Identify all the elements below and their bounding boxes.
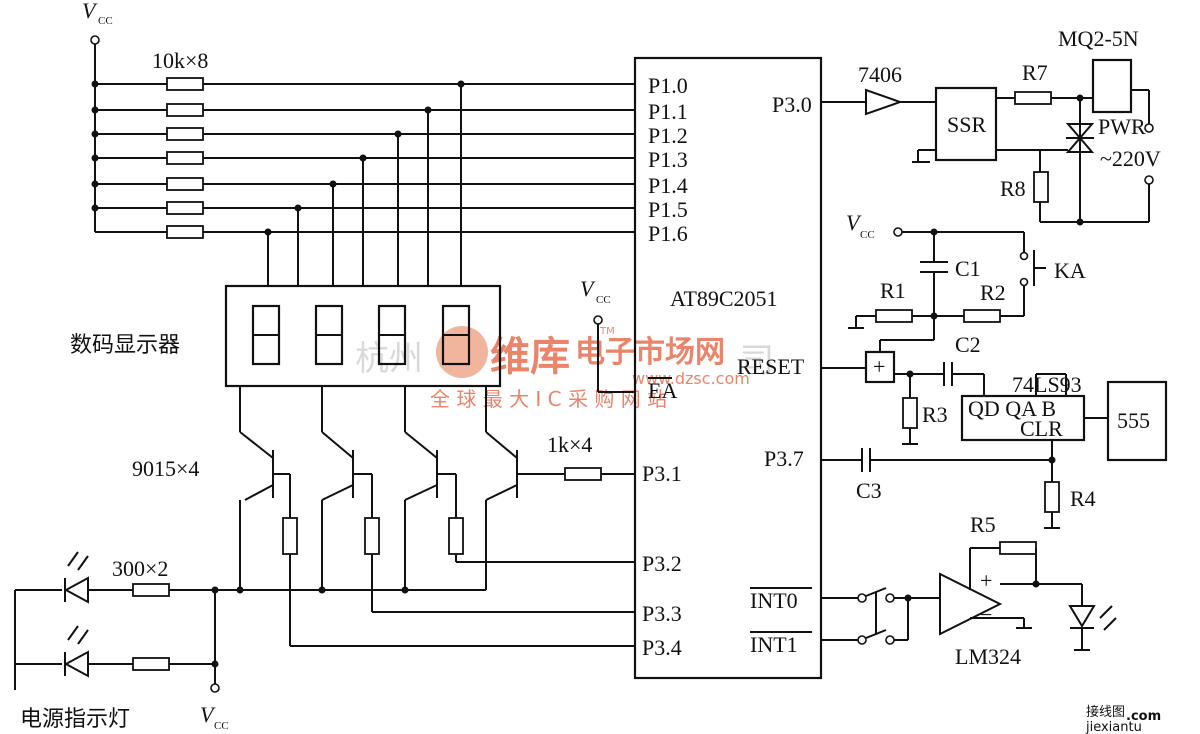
buffer-label: 7406 <box>858 62 902 87</box>
mcu-label: AT89C2051 <box>670 286 778 311</box>
pin-p32: P3.2 <box>642 551 682 576</box>
c1-label: C1 <box>955 256 981 281</box>
r7-label: R7 <box>1022 60 1048 85</box>
watermark-city: 杭州 <box>355 339 423 379</box>
pin-p16: P1.6 <box>648 221 688 246</box>
transistor-label: 9015×4 <box>132 456 199 481</box>
emitter-bus <box>215 500 487 594</box>
display-label: 数码显示器 <box>70 333 180 358</box>
power-leds <box>14 551 240 693</box>
transistors-9015 <box>244 450 565 501</box>
opamp-minus: − <box>980 602 992 627</box>
pin-p37: P3.7 <box>764 446 804 471</box>
ssr-label: SSR <box>947 112 986 137</box>
power-indicator-label: 电源指示灯 <box>20 707 130 732</box>
seven-segment-display <box>224 284 502 388</box>
vcc-reset-label: V <box>846 210 862 235</box>
opamp-label: LM324 <box>955 644 1021 669</box>
watermark-tm: TM <box>599 326 615 337</box>
buffer-7406 <box>865 88 904 116</box>
r4-label: R4 <box>1070 486 1096 511</box>
watermark-brand: 维库 <box>490 334 570 380</box>
base-resistors <box>282 474 635 647</box>
counter-clr: CLR <box>1020 416 1063 441</box>
pin-p14: P1.4 <box>648 173 688 198</box>
base-resistor <box>564 467 602 481</box>
ssr-box <box>934 86 998 162</box>
timer-label: 555 <box>1117 408 1150 433</box>
r3-label: R3 <box>922 402 948 427</box>
pin-int1: INT1 <box>750 632 798 657</box>
pin-reset: RESET <box>737 354 805 379</box>
output-led-icon <box>1068 605 1096 628</box>
r2-label: R2 <box>980 280 1006 305</box>
watermark: 杭州 司 维库 电子市场网 TM www.dzsc.com 全 球 最 大 I … <box>355 326 774 411</box>
vcc-top-terminal <box>90 35 100 45</box>
pin-p33: P3.3 <box>642 601 682 626</box>
led-res-label: 300×2 <box>112 556 168 581</box>
timer-555-box <box>1106 380 1168 462</box>
pin-p34: P3.4 <box>642 635 682 660</box>
watermark-slogan: 全 球 最 大 I C 采 购 网 站 <box>430 387 667 411</box>
vcc-bottom-label: V <box>200 702 216 727</box>
opamp-plus: + <box>980 568 992 593</box>
c2-label: C2 <box>955 332 981 357</box>
vcc-bottom-sub: CC <box>214 720 229 732</box>
corner-mark: 接线图 <box>1086 704 1125 720</box>
or-gate-plus: + <box>873 354 885 379</box>
pin-p13: P1.3 <box>648 147 688 172</box>
r5-label: R5 <box>970 512 996 537</box>
vcc-reset-sub: CC <box>860 229 875 241</box>
pin-ea: EA <box>648 378 677 403</box>
vcc-top-sub: CC <box>98 15 113 27</box>
ac-label: ~220V <box>1100 146 1161 171</box>
counter-pins: QD QA B <box>968 396 1056 421</box>
watermark-url: www.dzsc.com <box>632 369 750 388</box>
digit-lines <box>239 386 518 459</box>
pwr-label: PWR <box>1098 114 1146 139</box>
corner-url: jiexiantu <box>1085 720 1142 734</box>
vcc-ea-terminal <box>593 315 603 325</box>
counter-label: 74LS93 <box>1012 372 1082 397</box>
pin-p12: P1.2 <box>648 123 688 148</box>
pin-p31: P3.1 <box>642 461 682 486</box>
pin-p30: P3.0 <box>772 92 812 117</box>
vcc-ea-sub: CC <box>596 294 611 306</box>
vcc-top-label: V <box>82 0 98 23</box>
pin-p10: P1.0 <box>648 73 688 98</box>
watermark-tail: 司 <box>740 341 774 381</box>
r1-label: R1 <box>880 278 906 303</box>
triac-icon <box>1065 123 1095 140</box>
relay-box <box>1091 58 1133 114</box>
pin-p15: P1.5 <box>648 197 688 222</box>
pin-int0: INT0 <box>750 588 798 613</box>
segment-lines <box>264 80 465 286</box>
resistor-array-label: 10k×8 <box>152 48 208 73</box>
c3-label: C3 <box>856 478 882 503</box>
base-res-label: 1k×4 <box>547 432 592 457</box>
ka-label: KA <box>1054 258 1086 283</box>
corner-dom: .com <box>1126 709 1161 724</box>
watermark-brand-sub: 电子市场网 <box>575 335 725 370</box>
r8-label: R8 <box>1000 176 1026 201</box>
relay-label: MQ2-5N <box>1058 26 1139 51</box>
vcc-ea-label: V <box>580 276 596 301</box>
pin-p11: P1.1 <box>648 99 688 124</box>
